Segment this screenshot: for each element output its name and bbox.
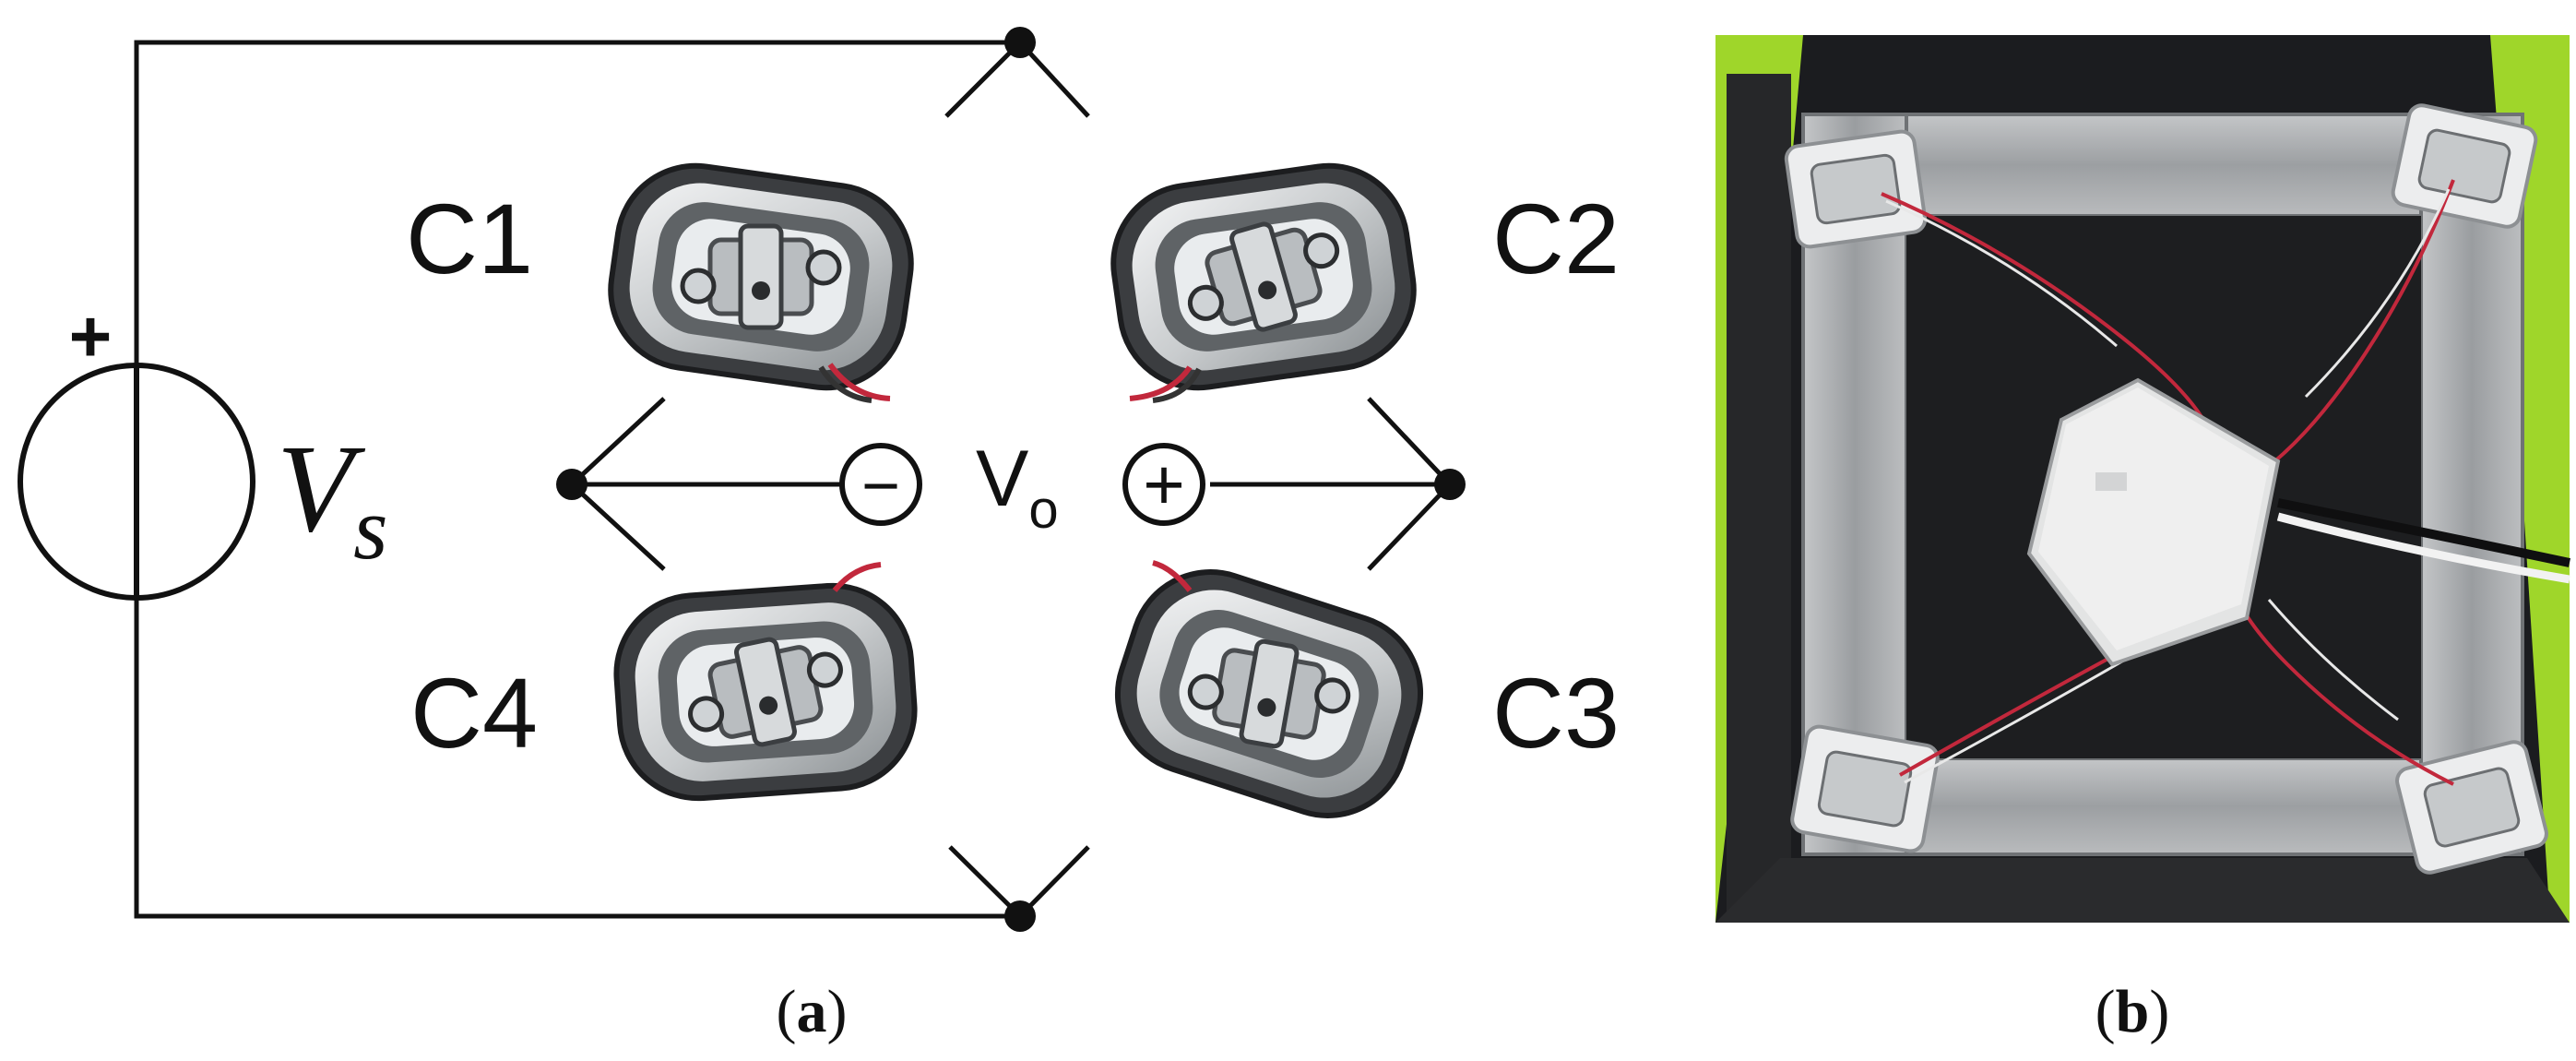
source-label: Vs <box>277 420 387 578</box>
voltage-source: + Vs <box>18 295 387 601</box>
cell-leads <box>818 363 1202 592</box>
panel-b-platform-photo: (b) <box>1715 35 2571 1045</box>
label-c4: C4 <box>410 657 538 769</box>
node-left <box>556 469 588 500</box>
output-plus-terminal: + <box>1122 443 1205 526</box>
load-cell-c2 <box>1076 116 1451 437</box>
caption-b: (b) <box>2095 978 2170 1045</box>
bridge-wires <box>134 40 1452 919</box>
output-voltage-label: Vo <box>976 435 1059 540</box>
node-top <box>1004 27 1036 58</box>
output-minus-terminal: − <box>839 443 922 526</box>
label-c2: C2 <box>1492 183 1620 294</box>
junction-box <box>2026 377 2281 667</box>
label-c1: C1 <box>406 183 533 294</box>
svg-text:−: − <box>861 449 900 523</box>
node-right <box>1434 469 1466 500</box>
panel-a-bridge-diagram: + Vs C1 C2 C3 C4 − + Vo <box>18 27 1620 1045</box>
label-c3: C3 <box>1492 657 1620 769</box>
load-cell-c1 <box>600 156 921 398</box>
caption-a: (a) <box>777 978 848 1045</box>
load-cell-c4 <box>584 541 947 844</box>
load-cell-c3 <box>1090 547 1448 841</box>
svg-text:+: + <box>1143 444 1185 525</box>
source-plus-sign: + <box>69 295 113 377</box>
node-bottom <box>1004 900 1036 932</box>
